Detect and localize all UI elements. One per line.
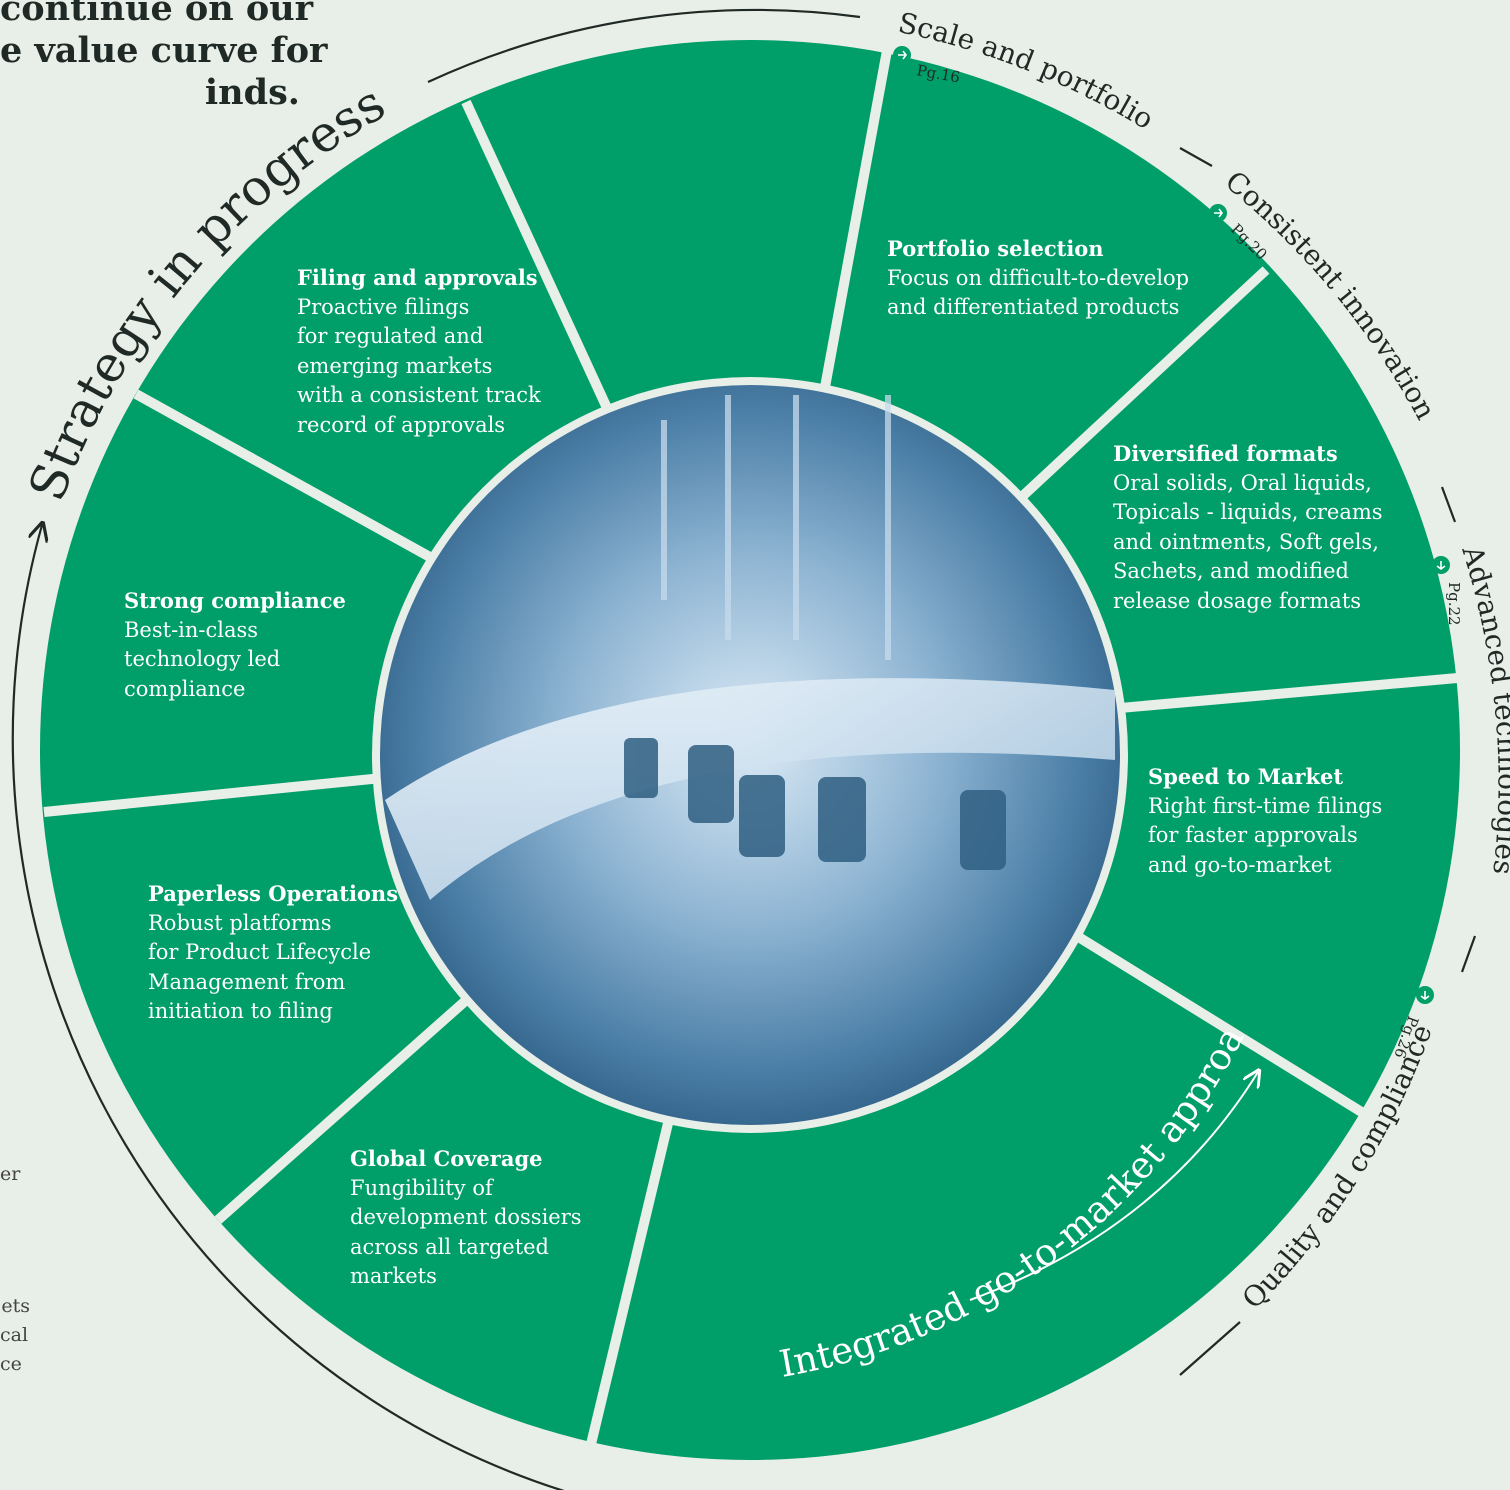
- segment-global-coverage: Global Coverage Fungibility of developme…: [350, 1144, 582, 1292]
- segment-title: Portfolio selection: [887, 236, 1104, 261]
- side-note-1: er: [0, 1163, 21, 1185]
- segment-description: Right first-time filings for faster appr…: [1148, 793, 1383, 877]
- segment-portfolio-selection: Portfolio selection Focus on difficult-t…: [887, 234, 1189, 323]
- segment-description: Fungibility of development dossiers acro…: [350, 1175, 582, 1289]
- page-ref-3[interactable]: Pg.22: [1432, 556, 1463, 626]
- segment-description: Robust platforms for Product Lifecycle M…: [148, 910, 372, 1024]
- segment-diversified-formats: Diversified formats Oral solids, Oral li…: [1113, 439, 1383, 616]
- center-photo: [372, 377, 1128, 1133]
- segment-title: Diversified formats: [1113, 441, 1338, 466]
- segment-strong-compliance: Strong compliance Best-in-class technolo…: [124, 586, 346, 704]
- segment-description: Focus on difficult-to-develop and differ…: [887, 265, 1190, 320]
- side-note-2: ets. cal ce: [0, 1295, 30, 1375]
- segment-title: Global Coverage: [350, 1146, 543, 1171]
- segment-title: Paperless Operations: [148, 881, 399, 906]
- segment-speed-to-market: Speed to Market Right first-time filings…: [1148, 762, 1382, 880]
- segment-paperless-operations: Paperless Operations Robust platforms fo…: [148, 879, 398, 1027]
- integrated-arrow: [969, 1072, 1258, 1301]
- segment-filing-and-approvals: Filing and approvals Proactive filings f…: [297, 263, 541, 440]
- intro-heading: continue on our e value curve for inds.: [0, 0, 328, 113]
- segment-title: Speed to Market: [1148, 764, 1344, 789]
- segment-description: Oral solids, Oral liquids, Topicals - li…: [1113, 470, 1383, 613]
- segment-description: Proactive filings for regulated and emer…: [297, 294, 541, 437]
- outer-frame: [11, 8, 1477, 1490]
- page-ref-label: Pg.22: [1445, 582, 1463, 626]
- segment-title: Strong compliance: [124, 588, 346, 613]
- segment-description: Best-in-class technology led compliance: [124, 617, 281, 701]
- segment-title: Filing and approvals: [297, 265, 538, 290]
